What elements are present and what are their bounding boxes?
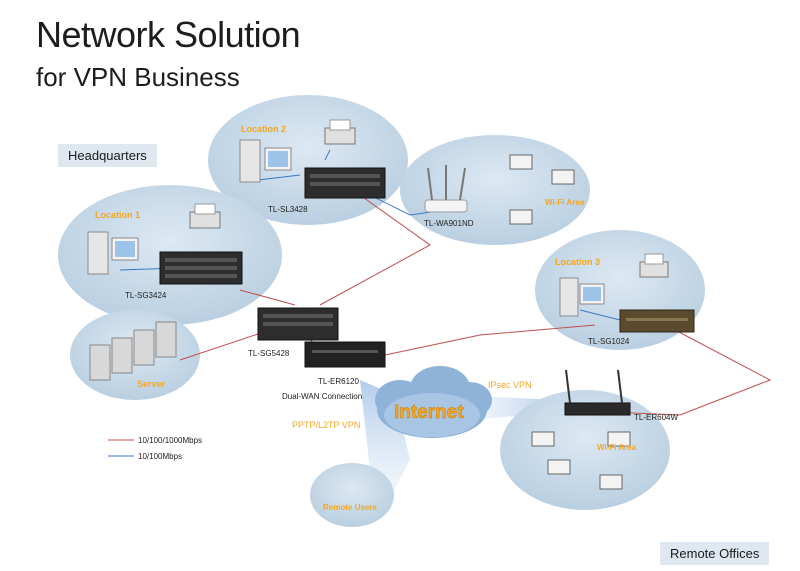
remote-offices-label: Remote Offices	[660, 542, 770, 565]
location2-devices	[239, 119, 386, 199]
access-point-icon	[424, 199, 468, 213]
page-title: Network Solution	[36, 14, 301, 55]
pptp-label: PPTP/L2TP VPN	[292, 420, 360, 430]
sg3424-label: TL-SG3424	[125, 291, 167, 300]
laptop-icon	[509, 154, 533, 170]
wifi-hq-bubble	[400, 135, 590, 245]
router-er6120-icon	[304, 341, 386, 368]
pc-tower-icon	[239, 139, 261, 183]
pc-tower-icon	[87, 231, 109, 275]
sl3428-label: TL-SL3428	[268, 205, 308, 214]
server-icon	[133, 329, 155, 366]
internet-label: Internet	[394, 402, 464, 423]
location2-label: Location 2	[241, 124, 286, 134]
laptop-icon	[547, 459, 571, 475]
er6120-label: TL-ER6120	[318, 377, 359, 386]
laptop-icon	[531, 431, 555, 447]
gigabit-links	[179, 194, 772, 416]
wa901nd-label: TL-WA901ND	[424, 219, 474, 228]
location1-label: Location 1	[95, 210, 140, 220]
internet-cloud-icon	[375, 366, 492, 438]
sg5428-label: TL-SG5428	[248, 349, 290, 358]
location3-devices	[559, 253, 695, 333]
legend-label-gigabit: 10/100/1000Mbps	[138, 436, 202, 445]
dual-wan-label: Dual-WAN Connection	[282, 392, 362, 401]
laptop-icon	[599, 474, 623, 490]
server-label: Server	[137, 379, 166, 389]
location1-devices	[87, 203, 243, 285]
wifi-hq-devices	[424, 154, 575, 225]
pc-tower-icon	[559, 277, 579, 317]
remote-users-bubble	[310, 463, 394, 527]
laptop-icon	[607, 431, 631, 447]
legend-label-fast: 10/100Mbps	[138, 452, 182, 461]
ipsec-label: IPsec VPN	[488, 380, 532, 390]
wifi-remote-label: Wi-Fi Area	[597, 443, 637, 452]
remote-users-label: Remote Users	[323, 503, 377, 512]
sg1024-label: TL-SG1024	[588, 337, 630, 346]
server-icon	[89, 344, 111, 381]
er604w-label: TL-ER604W	[634, 413, 678, 422]
laptop-icon	[509, 209, 533, 225]
page-subtitle: for VPN Business	[36, 62, 240, 92]
router-er604w-icon	[564, 402, 631, 416]
location3-label: Location 3	[555, 257, 600, 267]
server-devices	[89, 321, 177, 381]
remote-router-devices	[531, 369, 631, 490]
server-icon	[155, 321, 177, 358]
wifi-hq-label: Wi-Fi Area	[545, 198, 585, 207]
server-icon	[111, 337, 133, 374]
headquarters-label: Headquarters	[58, 144, 157, 167]
legend: 10/100/1000Mbps 10/100Mbps	[108, 436, 202, 461]
wifi-remote-bubble	[500, 390, 670, 510]
laptop-icon	[551, 169, 575, 185]
